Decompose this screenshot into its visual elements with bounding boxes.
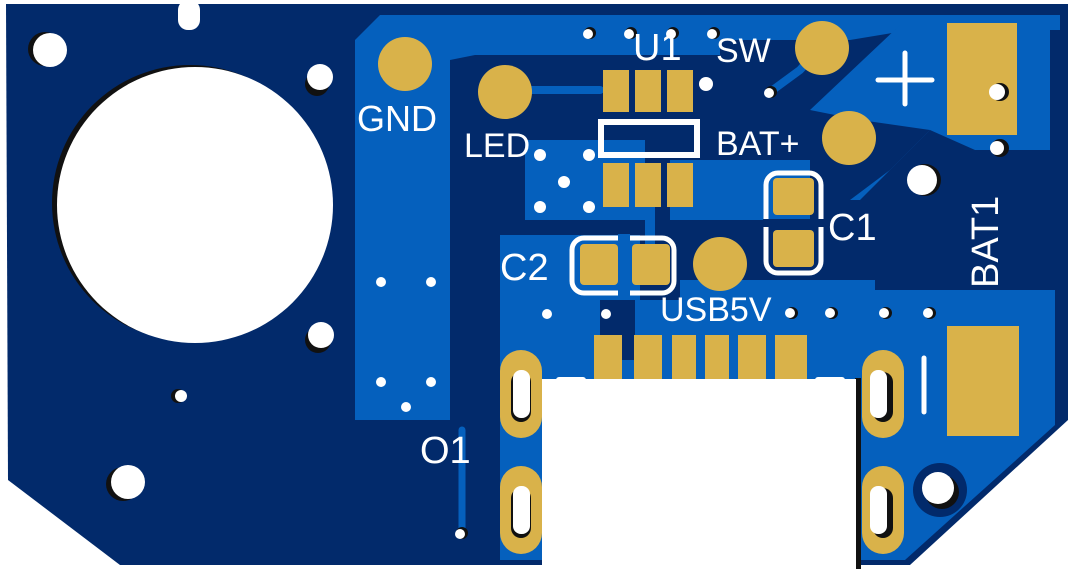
usb-connector [500, 335, 904, 569]
label-led: LED [464, 127, 530, 165]
u1-pad [667, 70, 693, 112]
hole-tr [307, 64, 333, 90]
hole-tl [33, 33, 67, 67]
via [583, 149, 595, 161]
via [764, 88, 774, 98]
c2-footprint [569, 234, 677, 297]
hole-large [57, 67, 333, 343]
c1-pad [773, 230, 814, 267]
pad-led [478, 65, 532, 119]
via [401, 402, 411, 412]
pad-sw [795, 21, 849, 75]
usb-slot [870, 486, 887, 534]
via [542, 309, 552, 319]
label-c2: C2 [500, 247, 549, 289]
label-o1: O1 [420, 430, 471, 472]
usb-pin [672, 335, 696, 385]
via [376, 277, 386, 287]
via [785, 308, 795, 318]
usb-slot [870, 370, 887, 418]
c1-pad [773, 178, 814, 215]
via [699, 77, 713, 91]
label-bat-plus: BAT+ [716, 125, 799, 163]
c2-pad [632, 244, 670, 285]
via [601, 309, 611, 319]
hole-bl [111, 465, 145, 499]
gap-top [450, 55, 720, 420]
pad-usb5v [693, 237, 747, 291]
via [583, 201, 595, 213]
u1-pad [603, 163, 629, 207]
hole-br [308, 322, 334, 348]
via [558, 176, 570, 188]
test-pads [378, 21, 876, 291]
via [534, 201, 546, 213]
u1-pad [635, 70, 661, 112]
c1-footprint [763, 170, 824, 276]
hole-small [175, 390, 187, 402]
u1-pad [635, 163, 661, 207]
usb-pin [775, 335, 807, 385]
via [426, 377, 436, 387]
via [707, 29, 717, 39]
via [923, 308, 933, 318]
pad-gnd [378, 37, 432, 91]
u1-pad [667, 163, 693, 207]
u1-footprint [598, 70, 700, 207]
hole-br2 [922, 472, 954, 504]
bat1-minus-pad [947, 326, 1019, 436]
u1-pad [603, 70, 629, 112]
via [825, 308, 835, 318]
usb-slot [513, 486, 530, 534]
via [583, 29, 593, 39]
via [990, 141, 1004, 155]
via [426, 277, 436, 287]
via [879, 308, 889, 318]
via [376, 377, 386, 387]
label-gnd: GND [357, 98, 437, 139]
u1-outline [598, 119, 700, 158]
silk-polarity [875, 50, 935, 415]
pour-gnd-column [355, 60, 450, 420]
pad-bat-plus [822, 111, 876, 165]
label-sw: SW [716, 32, 771, 70]
gap-vertical [478, 100, 490, 420]
label-u1: U1 [633, 27, 682, 69]
c2-pad [580, 244, 618, 285]
hole-bat [907, 165, 937, 195]
bat1-plus-pad [947, 23, 1017, 135]
label-c1: C1 [828, 207, 877, 249]
usb-pin [705, 335, 729, 385]
silk-labels: GND LED U1 SW BAT+ C1 C2 USB5V O1 BAT1 [357, 27, 1007, 472]
usb-pin [594, 335, 622, 385]
via [624, 29, 634, 39]
usb-slot [513, 370, 530, 418]
label-usb5v: USB5V [660, 291, 772, 329]
via [455, 529, 465, 539]
holes [28, 32, 967, 517]
via [666, 29, 676, 39]
via [534, 149, 546, 161]
label-bat1: BAT1 [965, 196, 1007, 288]
usb-pin [738, 335, 766, 385]
usb-pin [634, 335, 662, 385]
board-notch [178, 0, 200, 30]
usb-cutout [542, 379, 856, 569]
